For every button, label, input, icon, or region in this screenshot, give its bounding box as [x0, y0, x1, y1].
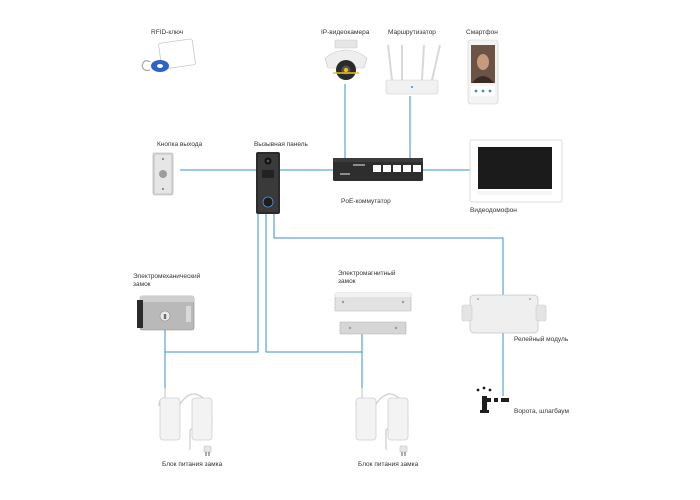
- power-supply-icon: [355, 388, 409, 456]
- wire-panel-em-lock: [164, 214, 259, 353]
- label-call-panel: Вызывная панель: [254, 141, 308, 148]
- wire-panel-relay: [273, 214, 504, 295]
- label-poe-switch: PoE-коммутатор: [341, 198, 391, 205]
- relay-module-icon: [461, 294, 547, 334]
- connection-wires: [164, 84, 504, 396]
- exit-button-icon: [152, 152, 174, 196]
- poe-switch-icon: [333, 158, 423, 181]
- rfid-keyfob-icon: [141, 38, 196, 72]
- label-router: Маршрутизатор: [388, 29, 436, 36]
- label-mag-lock: Электромагнитный замок: [338, 270, 396, 285]
- electromagnetic-lock-icon: [334, 292, 412, 335]
- label-gate-barrier: Ворота, шлагбаум: [514, 408, 569, 415]
- electromechanical-lock-icon: [137, 295, 195, 331]
- label-relay-module: Релейный модуль: [514, 336, 569, 343]
- label-ip-camera: IP-видеокамера: [321, 29, 370, 36]
- label-smartphone: Смартфон: [466, 29, 498, 36]
- call-panel-icon: [256, 152, 280, 214]
- label-rfid-key: RFID-ключ: [151, 29, 184, 36]
- label-em-lock: Электромеханический замок: [133, 273, 201, 288]
- label-psu-left: Блок питания замка: [162, 461, 223, 468]
- wire-panel-mag-lock: [265, 214, 363, 353]
- smartphone-icon: [467, 39, 499, 105]
- router-icon: [385, 44, 441, 95]
- power-supply-icon: [158, 388, 213, 456]
- video-monitor-icon: [469, 139, 563, 203]
- label-psu-right: Блок питания замка: [358, 461, 419, 468]
- barrier-gate-icon: [476, 386, 509, 413]
- label-video-intercom: Видеодомофон: [470, 207, 517, 214]
- dome-camera-icon: [324, 39, 368, 80]
- label-exit-button: Кнопка выхода: [157, 141, 203, 148]
